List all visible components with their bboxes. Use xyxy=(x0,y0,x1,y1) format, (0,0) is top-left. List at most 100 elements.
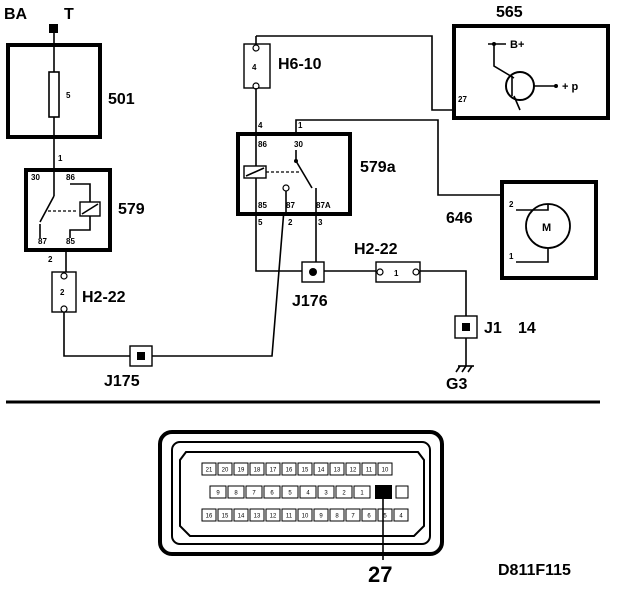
ecu-pin-cell xyxy=(233,508,249,522)
motor-symbol: M xyxy=(542,222,551,234)
transistor-collector-wire xyxy=(493,44,515,79)
connector-h2-22-left-pin-top xyxy=(60,272,68,280)
component-501: 5 501 xyxy=(6,43,135,139)
ecu-pin-label: 12 xyxy=(350,468,357,474)
label-579: 579 xyxy=(118,201,145,218)
ecu-pin-label: 17 xyxy=(270,468,277,474)
ecu-pin-label: 8 xyxy=(234,491,238,497)
wire-j175-579a-87 xyxy=(152,184,287,357)
relay-579-coil-feed xyxy=(70,183,91,202)
relay-579-pin2: 2 xyxy=(48,255,53,264)
relay-579-coil-return xyxy=(69,216,91,238)
ecu-pin-cell xyxy=(281,508,297,522)
ecu-pin-label: 21 xyxy=(206,468,213,474)
ecu-pin-label: 8 xyxy=(335,514,339,520)
ground-hatch-3 xyxy=(467,365,473,373)
connector-h2-22-left-label: H2-22 xyxy=(82,289,126,306)
ecu-pin-cell xyxy=(361,462,377,476)
transistor-emitter xyxy=(513,95,521,111)
module-565-bplus: B+ xyxy=(510,39,524,51)
component-579a: 86 30 85 87 87A 579a xyxy=(236,132,396,216)
ecu-pin-cell xyxy=(313,508,329,522)
ecu-pin-cell xyxy=(361,508,377,522)
relay-579a-pin3: 3 xyxy=(318,218,323,227)
ecu-pin-label: 13 xyxy=(254,514,261,520)
ecu-pin-label: 6 xyxy=(367,514,371,520)
module-565-pin27: 27 xyxy=(458,95,467,104)
label-646: 646 xyxy=(446,210,473,227)
ecu-pin-label: 20 xyxy=(222,468,229,474)
ecu-pin-cell xyxy=(299,485,317,499)
wire-h222-j1 xyxy=(420,270,467,316)
wire-h222-j175 xyxy=(63,312,130,357)
ecu-pin-cell xyxy=(329,462,345,476)
relay-579-p85: 85 xyxy=(66,237,75,246)
component-579: 30 86 87 85 579 xyxy=(24,168,145,252)
connector-h2-22-mid-pin-left xyxy=(376,268,384,276)
ecu-pin-label: 1 xyxy=(360,491,364,497)
ecu-pin-cell xyxy=(265,462,281,476)
ecu-pin-label: 12 xyxy=(270,514,277,520)
ecu-pin-cell xyxy=(245,485,263,499)
module-565-up: + p xyxy=(562,81,578,93)
t-label: T xyxy=(64,6,74,23)
relay-579a-pin4: 4 xyxy=(258,121,263,130)
connector-h6-10-pin: 4 xyxy=(252,63,257,72)
ecu-pin-label: 2 xyxy=(342,491,346,497)
ecu-pin-label: 11 xyxy=(286,514,293,520)
ecu-pin-label: 16 xyxy=(206,514,213,520)
ground-g3-label: G3 xyxy=(446,376,467,393)
relay-579-p87: 87 xyxy=(38,237,47,246)
motor-646-pin1: 1 xyxy=(509,252,514,261)
ecu-pin-cell xyxy=(335,485,353,499)
ecu-pin-cell xyxy=(353,485,371,499)
connector-h6-10-label: H6-10 xyxy=(278,56,322,73)
relay-579a-pin5: 5 xyxy=(258,218,263,227)
ecu-pin-cell xyxy=(377,462,393,476)
ecu-pin-label: 5 xyxy=(288,491,292,497)
relay-579a-contact-87 xyxy=(282,184,290,192)
ecu-pin-label: 15 xyxy=(302,468,309,474)
relay-579a-p85: 85 xyxy=(258,201,267,210)
ecu-pin-label: 16 xyxy=(286,468,293,474)
motor-wire-top xyxy=(516,204,549,211)
bplus-node xyxy=(492,42,496,46)
ecu-pin-cell xyxy=(201,462,217,476)
ba-label: BA xyxy=(4,6,28,23)
ecu-pin-cell xyxy=(201,508,217,522)
ecu-pin-cell xyxy=(217,462,233,476)
relay-579a-p87a: 87A xyxy=(316,201,331,210)
ecu-pin-label: 10 xyxy=(382,468,389,474)
relay-579a-pin2: 2 xyxy=(288,218,293,227)
splice-j1-dot xyxy=(462,323,470,331)
ecu-pin-cell xyxy=(233,462,249,476)
ecu-pin-cell xyxy=(281,485,299,499)
wire-579a-646 xyxy=(295,119,516,196)
connector-h2-22-mid-label: H2-22 xyxy=(354,241,398,258)
ecu-pin-cell xyxy=(329,508,345,522)
connector-h2-22-left-pin-bottom xyxy=(60,305,68,313)
ground-g3: G3 xyxy=(446,365,474,393)
connector-h2-22-mid-pin: 1 xyxy=(394,269,399,278)
ecu-pin-cell xyxy=(317,485,335,499)
ecu-pin-label: 15 xyxy=(222,514,229,520)
fuse-icon xyxy=(48,71,60,118)
component-565: 565 27 B+ + p xyxy=(452,4,610,120)
relay-579a-p30: 30 xyxy=(294,140,303,149)
ecu-pin-cell xyxy=(227,485,245,499)
component-646: 646 2 1 M xyxy=(446,180,598,280)
ecu-pin-cell xyxy=(345,508,361,522)
connector-h2-22-mid: 1 H2-22 xyxy=(354,241,421,283)
drawing-code: D811F115 xyxy=(498,562,571,579)
ecu-pin-cell xyxy=(265,508,281,522)
ba-t-terminal: BA T xyxy=(4,6,74,33)
ecu-pin-label: 18 xyxy=(254,468,261,474)
ecu-pin-cell xyxy=(393,508,409,522)
wire-579a-85-j176 xyxy=(255,214,302,272)
ecu-pin-cell xyxy=(209,485,227,499)
relay-579a-p87: 87 xyxy=(286,201,295,210)
ecu-pin-cell-extra xyxy=(395,485,409,499)
ecu-pin-label: 3 xyxy=(324,491,328,497)
